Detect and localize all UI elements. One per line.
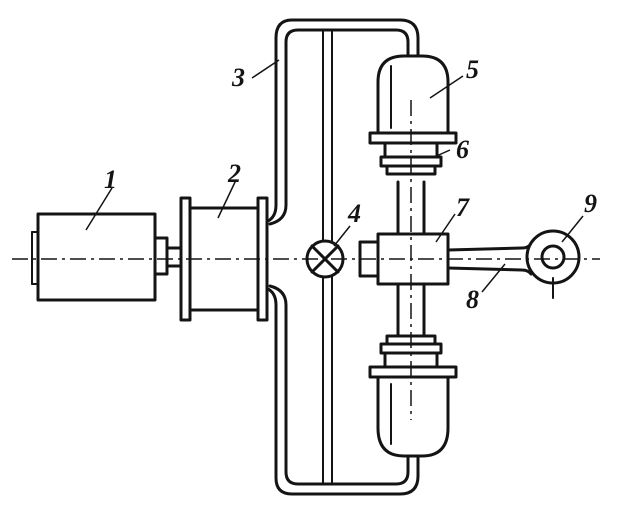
- label-5: 5: [466, 55, 479, 84]
- label-8: 8: [466, 285, 479, 314]
- label-1: 1: [104, 165, 117, 194]
- label-4: 4: [347, 199, 361, 228]
- lower-cylinder: [368, 334, 458, 458]
- label-7: 7: [456, 193, 470, 222]
- label-3: 3: [231, 63, 245, 92]
- label-2: 2: [227, 159, 241, 188]
- motor-1: [31, 212, 183, 302]
- label-6: 6: [456, 135, 469, 164]
- label-leaders: [85, 59, 584, 293]
- center-axes: [12, 100, 600, 420]
- crank-eye-9: [525, 229, 581, 299]
- label-9: 9: [584, 189, 597, 218]
- upper-cylinder-5: [368, 54, 458, 145]
